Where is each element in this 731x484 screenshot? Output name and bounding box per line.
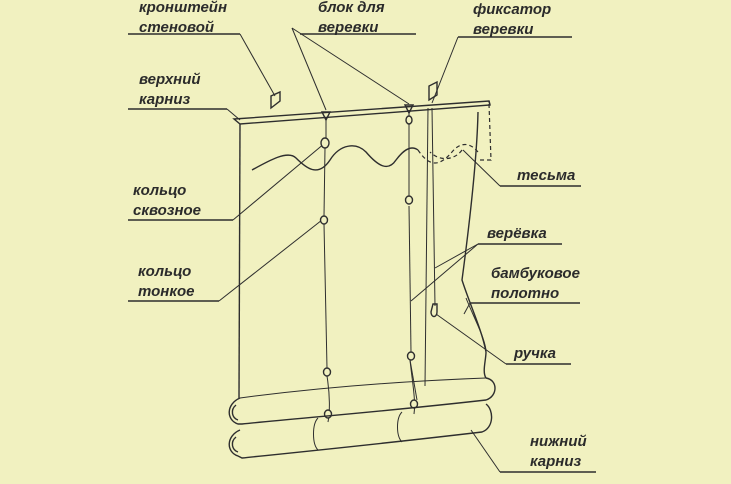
label-cord: верёвка	[487, 224, 547, 244]
label-underlines	[128, 33, 596, 473]
rear-fold-dashed	[429, 103, 492, 161]
label-line: нижний	[530, 433, 587, 450]
label-line: сквозное	[133, 202, 202, 219]
label-line: блок для	[318, 0, 385, 16]
label-wall-bracket: кронштейн стеновой	[139, 0, 227, 38]
tape-wave-hidden	[417, 143, 479, 164]
label-line: ручка	[514, 345, 556, 362]
label-line: фиксатор	[473, 1, 552, 18]
label-line: тонкое	[138, 283, 195, 300]
label-bottom-rail: нижний карниз	[530, 432, 587, 472]
label-bamboo-fabric: бамбуковое полотно	[491, 264, 580, 304]
label-line: бамбуковое	[491, 265, 580, 282]
label-line: кольцо	[133, 182, 187, 199]
label-line: полотно	[491, 285, 560, 302]
leader-lines	[218, 27, 507, 473]
label-line: карниз	[530, 453, 582, 470]
label-line: верхний	[139, 71, 201, 88]
label-tape: тесьма	[517, 166, 575, 186]
bottom-folds	[228, 377, 496, 459]
label-line: верёвка	[487, 225, 547, 242]
bamboo-fabric	[238, 111, 487, 399]
cords	[323, 107, 436, 423]
label-handle: ручка	[514, 344, 556, 364]
label-line: веревки	[473, 21, 534, 38]
label-line: стеновой	[139, 19, 215, 36]
label-cord-lock: фиксатор веревки	[473, 0, 551, 40]
label-ring-through: кольцо сквозное	[133, 181, 201, 221]
label-pulley: блок для веревки	[318, 0, 385, 38]
label-line: веревки	[318, 19, 379, 36]
pulley-icon	[320, 104, 415, 122]
handle-icon	[430, 303, 438, 318]
wall-bracket-icon	[270, 80, 438, 110]
label-ring-thin: кольцо тонкое	[138, 262, 194, 302]
top-rail	[232, 100, 491, 125]
label-top-rail: верхний карниз	[139, 70, 201, 110]
label-line: карниз	[139, 91, 191, 108]
label-line: кольцо	[138, 263, 192, 280]
label-line: тесьма	[517, 167, 576, 184]
label-line: кронштейн	[139, 0, 228, 16]
rings	[319, 115, 419, 419]
tape-wave	[251, 145, 419, 171]
